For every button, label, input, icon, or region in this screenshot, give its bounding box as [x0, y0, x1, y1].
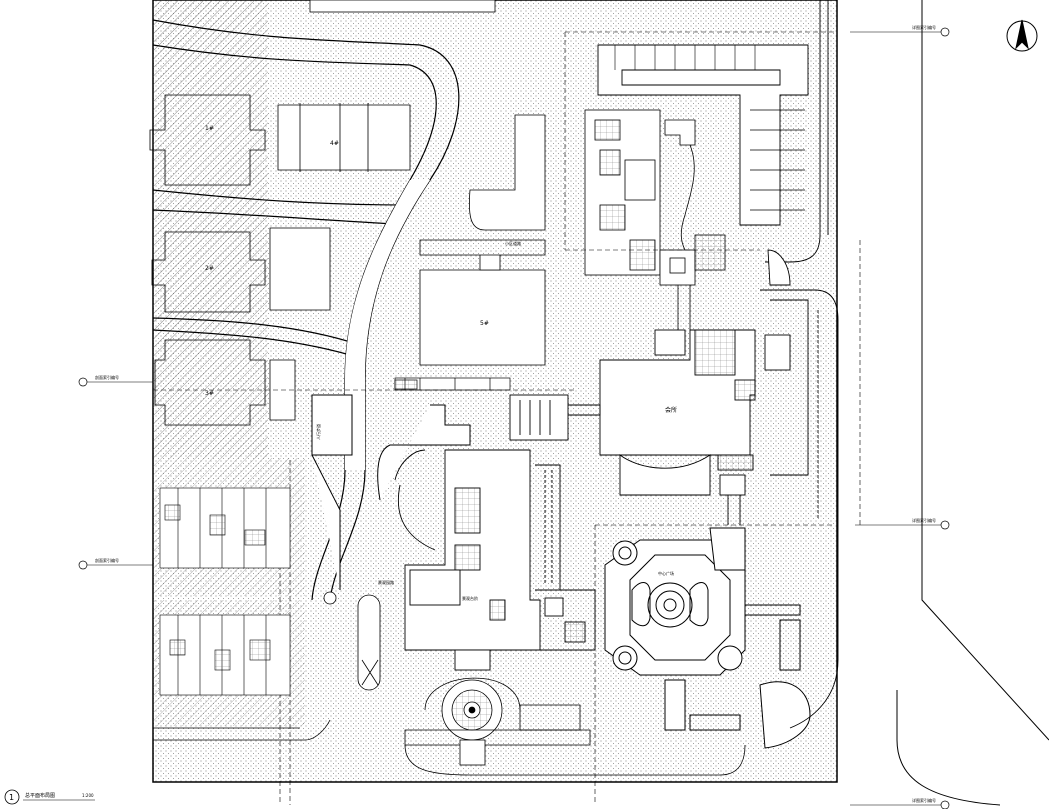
block-label-c: 3#	[205, 390, 214, 397]
walkway-band	[394, 377, 511, 391]
stair-label: 景观台阶	[462, 595, 478, 601]
right-street	[896, 0, 1049, 806]
clubhouse-rooms-top	[584, 109, 726, 330]
plaza-label: 中心广场	[658, 570, 674, 576]
drawing-scale: 1:200	[82, 793, 94, 798]
block-label-d: 4#	[330, 140, 339, 147]
callout-right-top: 详图索引编号	[912, 24, 936, 30]
walk-label: 人行步道	[315, 424, 321, 440]
block-label-b: 2#	[205, 265, 214, 272]
top-middle-road	[419, 114, 546, 256]
townhouses	[159, 487, 291, 696]
top-buildings	[277, 0, 546, 366]
parking-lot	[597, 44, 809, 226]
callout-left-upper: 剖面索引编号	[95, 374, 119, 380]
callout-right-bottom: 详图索引编号	[912, 797, 936, 803]
block-label-e: 5#	[480, 320, 489, 327]
callout-lines	[83, 31, 945, 806]
main-road	[152, 19, 460, 601]
figure-number: 1	[9, 793, 14, 802]
entrance-features	[153, 591, 381, 741]
callout-left-lower: 剖面索引编号	[95, 557, 119, 563]
path-label: 景观园路	[378, 579, 394, 585]
octagon-plaza	[604, 527, 811, 749]
north-arrow-icon	[1006, 19, 1038, 52]
callout-markers	[78, 27, 950, 809]
central-building	[394, 449, 596, 671]
right-perimeter-path	[760, 0, 839, 729]
rosette-plaza	[404, 677, 746, 776]
clubhouse-main	[509, 329, 791, 525]
center-road-loop	[311, 394, 471, 590]
residential-blocks-left	[149, 94, 331, 426]
drawing-title: 总平面布局图	[25, 792, 55, 799]
callout-right-mid: 详图索引编号	[912, 517, 936, 523]
block-label-a: 1#	[205, 125, 214, 132]
title-block	[4, 789, 95, 805]
main-road-fill	[345, 180, 430, 470]
road-label: 小区道路	[505, 240, 521, 246]
clubhouse-label: 会所	[665, 406, 677, 414]
